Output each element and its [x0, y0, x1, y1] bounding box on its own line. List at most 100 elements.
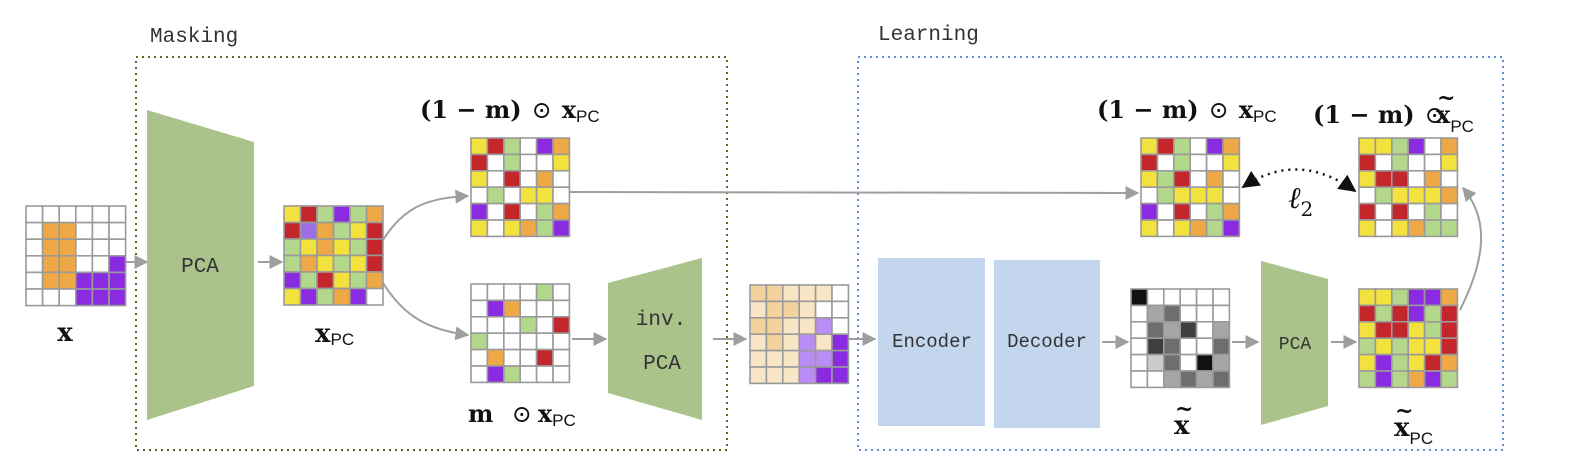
grid-cell [781, 300, 800, 319]
grid-cell [25, 205, 44, 224]
grid-cell [365, 221, 384, 240]
grid-cell [552, 170, 571, 189]
grid-cell [283, 221, 302, 240]
arrow-unmasked-to-target [569, 185, 1140, 200]
grid-target-one-minus-m-x-pc [1140, 137, 1241, 238]
grid-cell [798, 349, 817, 368]
grid-cell [552, 219, 571, 238]
grid-cell [1423, 370, 1442, 389]
grid-cell [1440, 153, 1459, 172]
grid-cell [58, 255, 77, 274]
grid-cell [1173, 202, 1192, 221]
grid-cell [1156, 202, 1175, 221]
label-one-minus-m-x-pc: (1 − m)⊙xPC [420, 95, 600, 126]
l2-loss-label: ℓ2 [1288, 181, 1313, 221]
grid-cell [486, 170, 505, 189]
pca-block-label: PCA [181, 256, 219, 279]
encoder-label: Encoder [892, 331, 972, 353]
grid-cell [470, 137, 489, 156]
grid-cell [519, 299, 538, 318]
grid-cell [1179, 353, 1198, 372]
grid-cell [1391, 288, 1410, 307]
grid-cell [781, 284, 800, 303]
label-m-x-pc: m ⊙xPC [468, 399, 576, 430]
grid-cell [1140, 153, 1159, 172]
grid-cell [552, 137, 571, 156]
grid-cell [1195, 320, 1214, 339]
grid-cell [798, 284, 817, 303]
grid-cell [365, 271, 384, 290]
grid-cell [765, 284, 784, 303]
grid-cell [486, 186, 505, 205]
grid-cell [1374, 170, 1393, 189]
grid-cell [552, 348, 571, 367]
grid-cell [519, 219, 538, 238]
pca-block-small [1261, 261, 1328, 425]
grid-cell [486, 299, 505, 318]
grid-cell [283, 205, 302, 224]
grid-cell [814, 333, 833, 352]
masking-section-frame [135, 56, 728, 451]
grid-cell [1358, 337, 1377, 356]
grid-inv-pca-output [749, 284, 850, 385]
grid-cell [552, 299, 571, 318]
grid-cell [470, 299, 489, 318]
grid-cell [470, 170, 489, 189]
grid-cell [1358, 320, 1377, 339]
grid-cell [1146, 288, 1165, 307]
grid-cell [1423, 170, 1442, 189]
grid-cell [1205, 186, 1224, 205]
grid-cell [1407, 202, 1426, 221]
grid-cell [1146, 320, 1165, 339]
grid-cell [1179, 370, 1198, 389]
grid-cell [1146, 370, 1165, 389]
grid-cell [1440, 202, 1459, 221]
grid-cell [1212, 337, 1231, 356]
grid-cell [1374, 337, 1393, 356]
grid-cell [25, 221, 44, 241]
learning-section-frame [857, 56, 1504, 451]
grid-cell [781, 349, 800, 368]
grid-cell [41, 205, 60, 224]
arrow-xpc-to-unmasked [382, 189, 470, 241]
grid-cell [1423, 288, 1442, 307]
grid-cell [1205, 202, 1224, 221]
grid-cell [91, 221, 110, 241]
grid-cell [1222, 202, 1241, 221]
grid-cell [535, 202, 554, 221]
grid-cell [1391, 304, 1410, 323]
label-target-one-minus-m-x-pc: (1 − m)⊙xPC [1097, 95, 1277, 126]
grid-cell [1391, 137, 1410, 156]
grid-cell [1407, 186, 1426, 205]
grid-cell [781, 333, 800, 352]
grid-cell [1179, 337, 1198, 356]
grid-cell [470, 365, 489, 384]
grid-cell [1391, 353, 1410, 372]
label-pred-one-minus-m-prefix: (1 − m)⊙ [1313, 100, 1445, 129]
grid-cell [349, 254, 368, 273]
grid-cell [831, 349, 850, 368]
grid-cell [486, 283, 505, 302]
grid-cell [1189, 170, 1208, 189]
grid-cell [1391, 202, 1410, 221]
grid-cell [75, 238, 94, 257]
grid-cell [1407, 219, 1426, 238]
grid-cell [316, 254, 335, 273]
grid-cell [781, 366, 800, 385]
grid-cell [1205, 219, 1224, 238]
grid-cell [1440, 353, 1459, 372]
grid-cell [1195, 288, 1214, 307]
grid-cell [1163, 288, 1182, 307]
grid-cell [349, 287, 368, 306]
grid-cell [299, 271, 318, 290]
grid-cell [58, 221, 77, 241]
grid-cell [1189, 202, 1208, 221]
grid-cell [1358, 153, 1377, 172]
grid-cell [316, 205, 335, 224]
grid-cell [91, 255, 110, 274]
grid-cell [1205, 170, 1224, 189]
grid-cell [1156, 186, 1175, 205]
label-x-pc: xPC [315, 319, 354, 349]
grid-cell [365, 287, 384, 306]
grid-cell [1358, 370, 1377, 389]
